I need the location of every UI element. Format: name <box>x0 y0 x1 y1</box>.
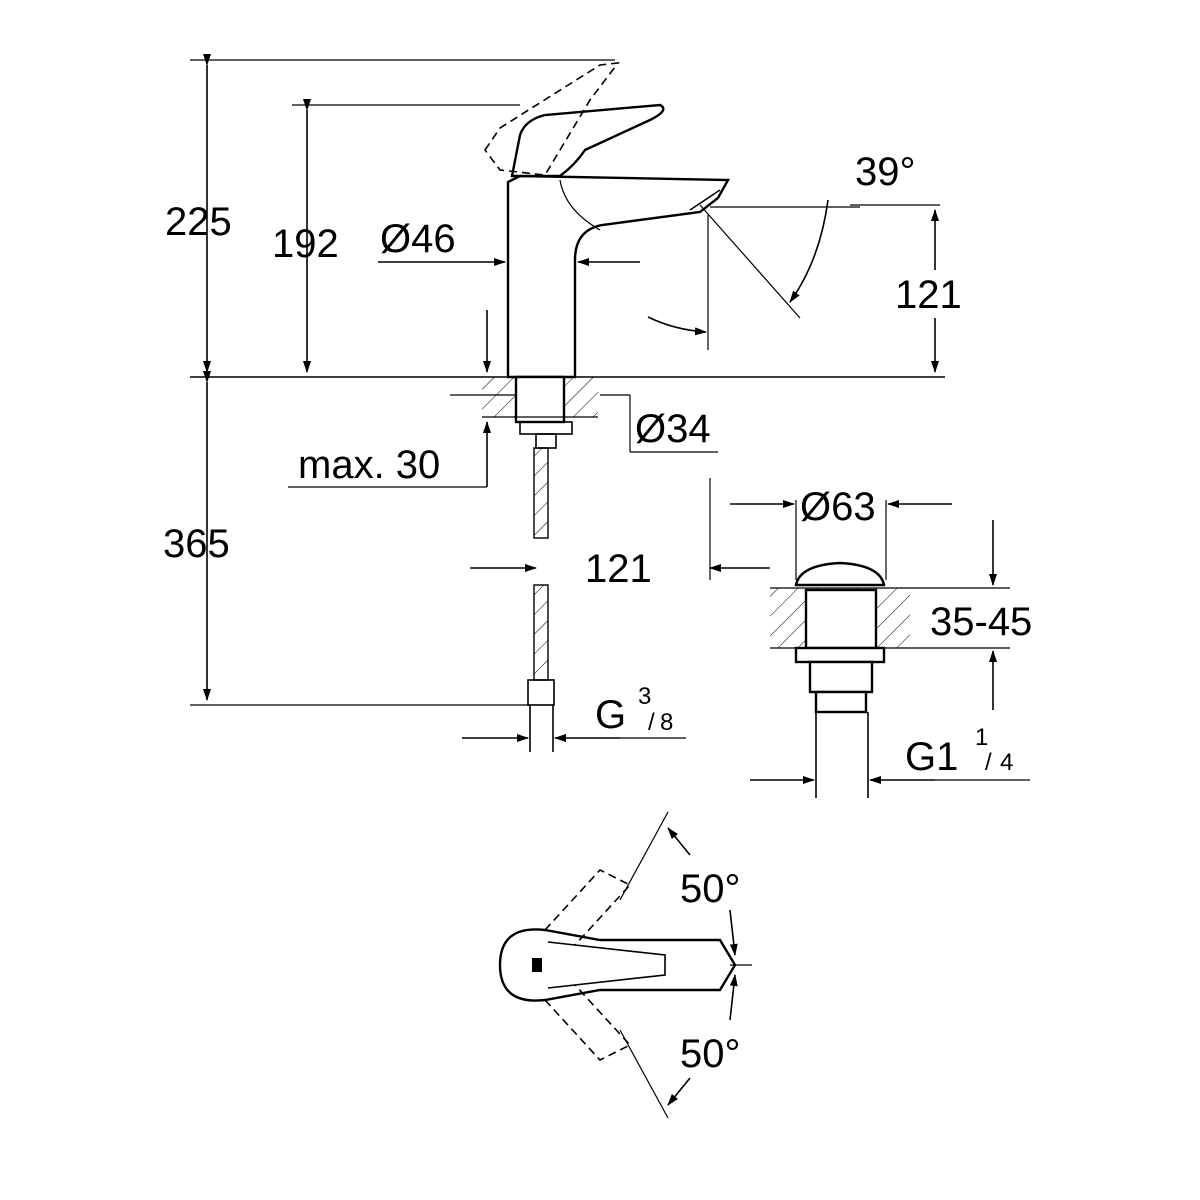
label-angle-39: 39° <box>855 150 916 194</box>
label-hose-thread-num: 3 <box>638 683 651 710</box>
label-max-30: max. 30 <box>298 443 440 487</box>
fraction-slash: / <box>985 749 992 776</box>
label-35-45: 35-45 <box>930 600 1032 644</box>
label-diameter-46: Ø46 <box>380 217 456 261</box>
label-192: 192 <box>272 222 339 266</box>
faucet-body <box>484 61 731 379</box>
label-225: 225 <box>165 200 232 244</box>
label-hose-thread-den: 8 <box>660 709 673 736</box>
label-diameter-63: Ø63 <box>800 485 876 529</box>
label-121-reach: 121 <box>585 547 652 591</box>
label-121-spout-height: 121 <box>895 273 962 317</box>
label-angle-50-top: 50° <box>680 867 741 911</box>
label-waste-thread-num: 1 <box>975 724 988 751</box>
label-hose-thread-prefix: G <box>595 693 626 737</box>
label-waste-thread-prefix: G1 <box>905 735 958 779</box>
label-angle-50-bottom: 50° <box>680 1032 741 1076</box>
label-365: 365 <box>163 522 230 566</box>
pop-up-waste <box>770 561 1010 798</box>
fraction-slash: / <box>648 709 655 736</box>
label-diameter-34: Ø34 <box>635 407 711 451</box>
label-waste-thread-den: 4 <box>1000 749 1013 776</box>
